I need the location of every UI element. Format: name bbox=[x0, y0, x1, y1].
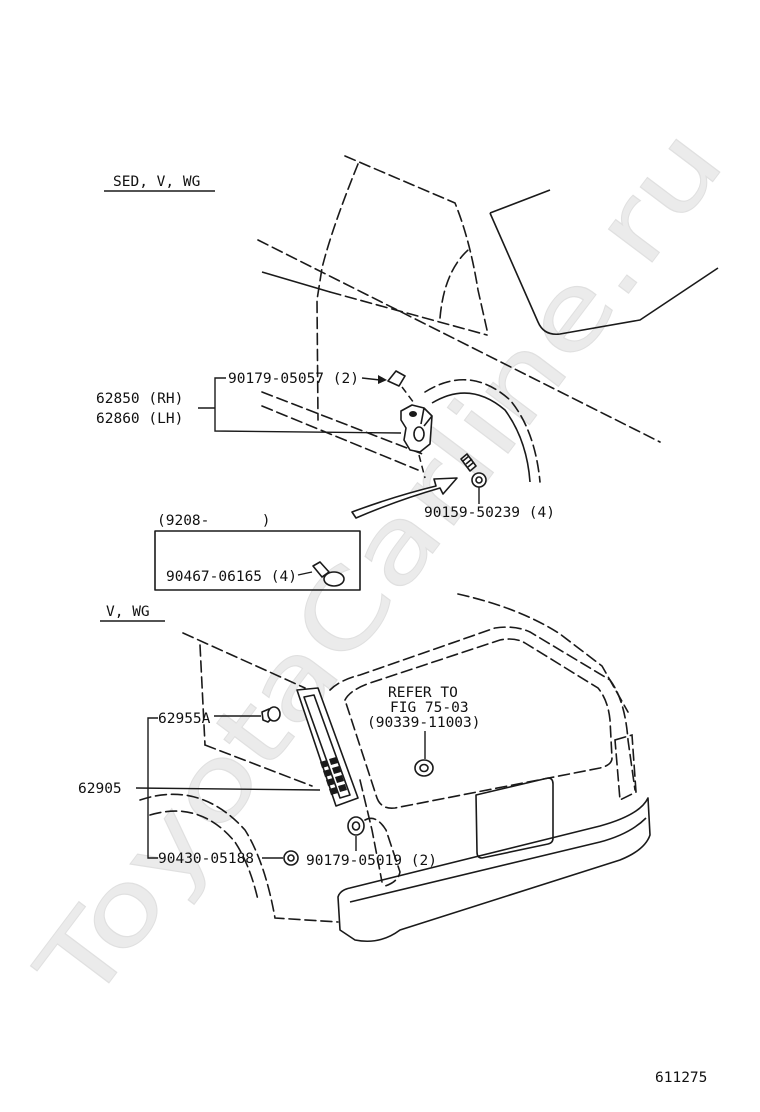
left-tail-light bbox=[364, 817, 401, 887]
clip-90467-leader bbox=[297, 571, 313, 576]
grommet-90179-inner bbox=[351, 821, 361, 831]
clip-body bbox=[387, 370, 406, 387]
hatch-left-edge bbox=[359, 779, 383, 883]
rear-bumper bbox=[337, 797, 651, 943]
hatch-outline bbox=[329, 626, 636, 791]
grommet-90179-05019 bbox=[347, 816, 365, 851]
label-62850-rh: 62850 (RH) bbox=[96, 391, 183, 407]
pillar-line bbox=[199, 644, 206, 746]
mudguard-rib bbox=[420, 407, 433, 427]
grommet-90339-11003 bbox=[414, 731, 434, 777]
grommet-90339-inner bbox=[419, 763, 429, 773]
rear-bumper-line bbox=[349, 817, 647, 903]
rear-wheel-arch-inner bbox=[149, 810, 259, 901]
label-fig-75-03: FIG 75-03 bbox=[390, 700, 469, 716]
mudguard-bracket-leader bbox=[198, 377, 402, 434]
rear-wheel-arch-outer bbox=[139, 793, 339, 923]
wheel-arch-inner bbox=[431, 392, 531, 483]
watermark: ToyotaCarline.ru bbox=[13, 106, 746, 1025]
quarter-window-curve bbox=[439, 249, 469, 319]
label-90430-05188: 90430-05188 bbox=[158, 851, 254, 867]
screw-thread bbox=[462, 455, 475, 468]
roof-pillar-line bbox=[344, 155, 488, 331]
wheel-arch-outer bbox=[424, 379, 541, 483]
watermark-text: ToyotaCarline.ru bbox=[14, 107, 746, 1025]
figure-number: 611275 bbox=[655, 1070, 707, 1086]
grommet-90430-inner bbox=[287, 854, 295, 862]
garnish-62905 bbox=[135, 687, 359, 807]
side-lower-line bbox=[204, 744, 313, 787]
car-body-quarter bbox=[257, 155, 719, 483]
label-62860-lh: 62860 (LH) bbox=[96, 411, 183, 427]
clip-62955a bbox=[214, 706, 281, 723]
side-belt-line bbox=[182, 632, 306, 689]
mudguard-62850 bbox=[400, 404, 433, 479]
label-refer-to: REFER TO bbox=[388, 685, 458, 701]
mudguard-hole bbox=[413, 426, 425, 442]
grommet-90339-body bbox=[414, 759, 434, 777]
car-body-wagon-rear bbox=[139, 593, 651, 943]
label-62955a: 62955A bbox=[158, 711, 211, 727]
label-date-range: (9208- ) bbox=[157, 513, 271, 529]
grommet-90430-05188 bbox=[262, 850, 299, 866]
rear-window bbox=[344, 638, 613, 810]
rear-glass-edge bbox=[489, 212, 719, 336]
label-90179-05057: 90179-05057 (2) bbox=[228, 371, 359, 387]
grommet-90430-body bbox=[283, 850, 299, 866]
screw-grommet bbox=[471, 472, 487, 488]
grommet-90179-body bbox=[347, 816, 365, 836]
clip-leader-arrowhead bbox=[378, 375, 387, 384]
clip-90467-06165 bbox=[297, 561, 345, 587]
belt-line bbox=[257, 239, 661, 443]
rear-glass-edge-top bbox=[489, 189, 551, 214]
roof-rear-line bbox=[457, 593, 629, 713]
clip-90179-05057 bbox=[361, 370, 415, 404]
garnish-leader bbox=[135, 787, 321, 791]
c-pillar-line bbox=[316, 163, 359, 421]
label-90467-06165: 90467-06165 (4) bbox=[166, 569, 297, 585]
top-section: SED, V, WG bbox=[96, 155, 719, 591]
clip-90467-stem bbox=[312, 561, 330, 578]
date-range-box bbox=[154, 530, 361, 591]
label-90339-11003: (90339-11003) bbox=[367, 715, 481, 731]
mudguard-to-body-line bbox=[418, 454, 426, 479]
direction-arrow bbox=[351, 477, 458, 519]
rocker-line-upper bbox=[261, 391, 426, 456]
clip-to-mudguard-line bbox=[401, 386, 415, 404]
rocker-line-lower bbox=[261, 405, 419, 471]
clip-90467-head bbox=[323, 571, 345, 587]
label-62905: 62905 bbox=[78, 781, 122, 797]
screw-grommet-inner bbox=[475, 476, 483, 484]
bottom-section: V, WG bbox=[78, 593, 651, 943]
section-title-sed-v-wg: SED, V, WG bbox=[113, 174, 200, 190]
body-line-lower bbox=[329, 291, 488, 336]
clip-62955a-head bbox=[267, 706, 281, 722]
right-tail-light bbox=[614, 733, 637, 802]
section-title-v-wg: V, WG bbox=[106, 604, 150, 620]
label-90179-05019: 90179-05019 (2) bbox=[306, 853, 437, 869]
mudguard-hole-upper bbox=[409, 411, 417, 417]
screw-90159-50239 bbox=[460, 453, 487, 504]
garnish-grille bbox=[320, 757, 347, 795]
clip-leader-line bbox=[361, 377, 381, 381]
belt-line-solid bbox=[261, 271, 331, 293]
bottom-bracket-leader bbox=[147, 717, 158, 859]
label-90159-50239: 90159-50239 (4) bbox=[424, 505, 555, 521]
